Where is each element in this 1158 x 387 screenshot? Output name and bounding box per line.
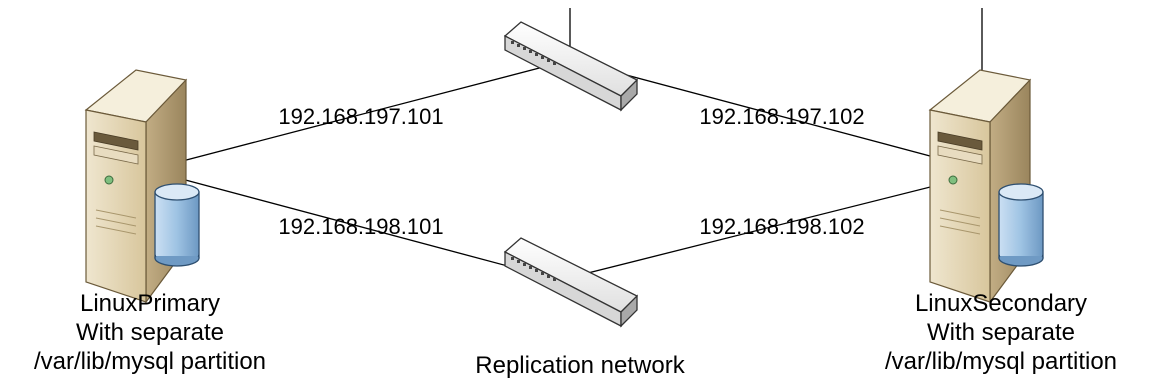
secondary-replication-ip-label: 192.168.198.102 xyxy=(699,214,865,239)
primary-server-tower-with-database-icon xyxy=(85,69,200,303)
primary-server-note: With separate xyxy=(75,319,225,346)
primary-replication-ip-label: 192.168.198.101 xyxy=(278,214,444,239)
secondary-server-tower-with-database-icon xyxy=(929,69,1044,303)
secondary-server-note: With separate xyxy=(926,319,1076,346)
bottom-switch-network-switch-icon xyxy=(504,237,638,327)
primary-server-name: LinuxPrimary xyxy=(79,290,221,317)
link-secondary-public xyxy=(569,59,991,173)
top-switch-network-switch-icon xyxy=(504,21,638,111)
secondary-public-ip-label: 192.168.197.102 xyxy=(699,104,865,129)
link-secondary-replication xyxy=(559,171,991,281)
link-primary-replication xyxy=(147,169,561,281)
primary-server-caption: LinuxPrimary With separate /var/lib/mysq… xyxy=(0,289,300,376)
link-primary-public xyxy=(147,59,571,171)
secondary-server-name: LinuxSecondary xyxy=(914,290,1088,317)
secondary-server-partition: /var/lib/mysql partition xyxy=(884,348,1118,375)
replication-network-caption: Replication network xyxy=(475,352,685,379)
secondary-server-caption: LinuxSecondary With separate /var/lib/my… xyxy=(848,289,1154,376)
primary-server-partition: /var/lib/mysql partition xyxy=(33,348,267,375)
primary-public-ip-label: 192.168.197.101 xyxy=(278,104,444,129)
